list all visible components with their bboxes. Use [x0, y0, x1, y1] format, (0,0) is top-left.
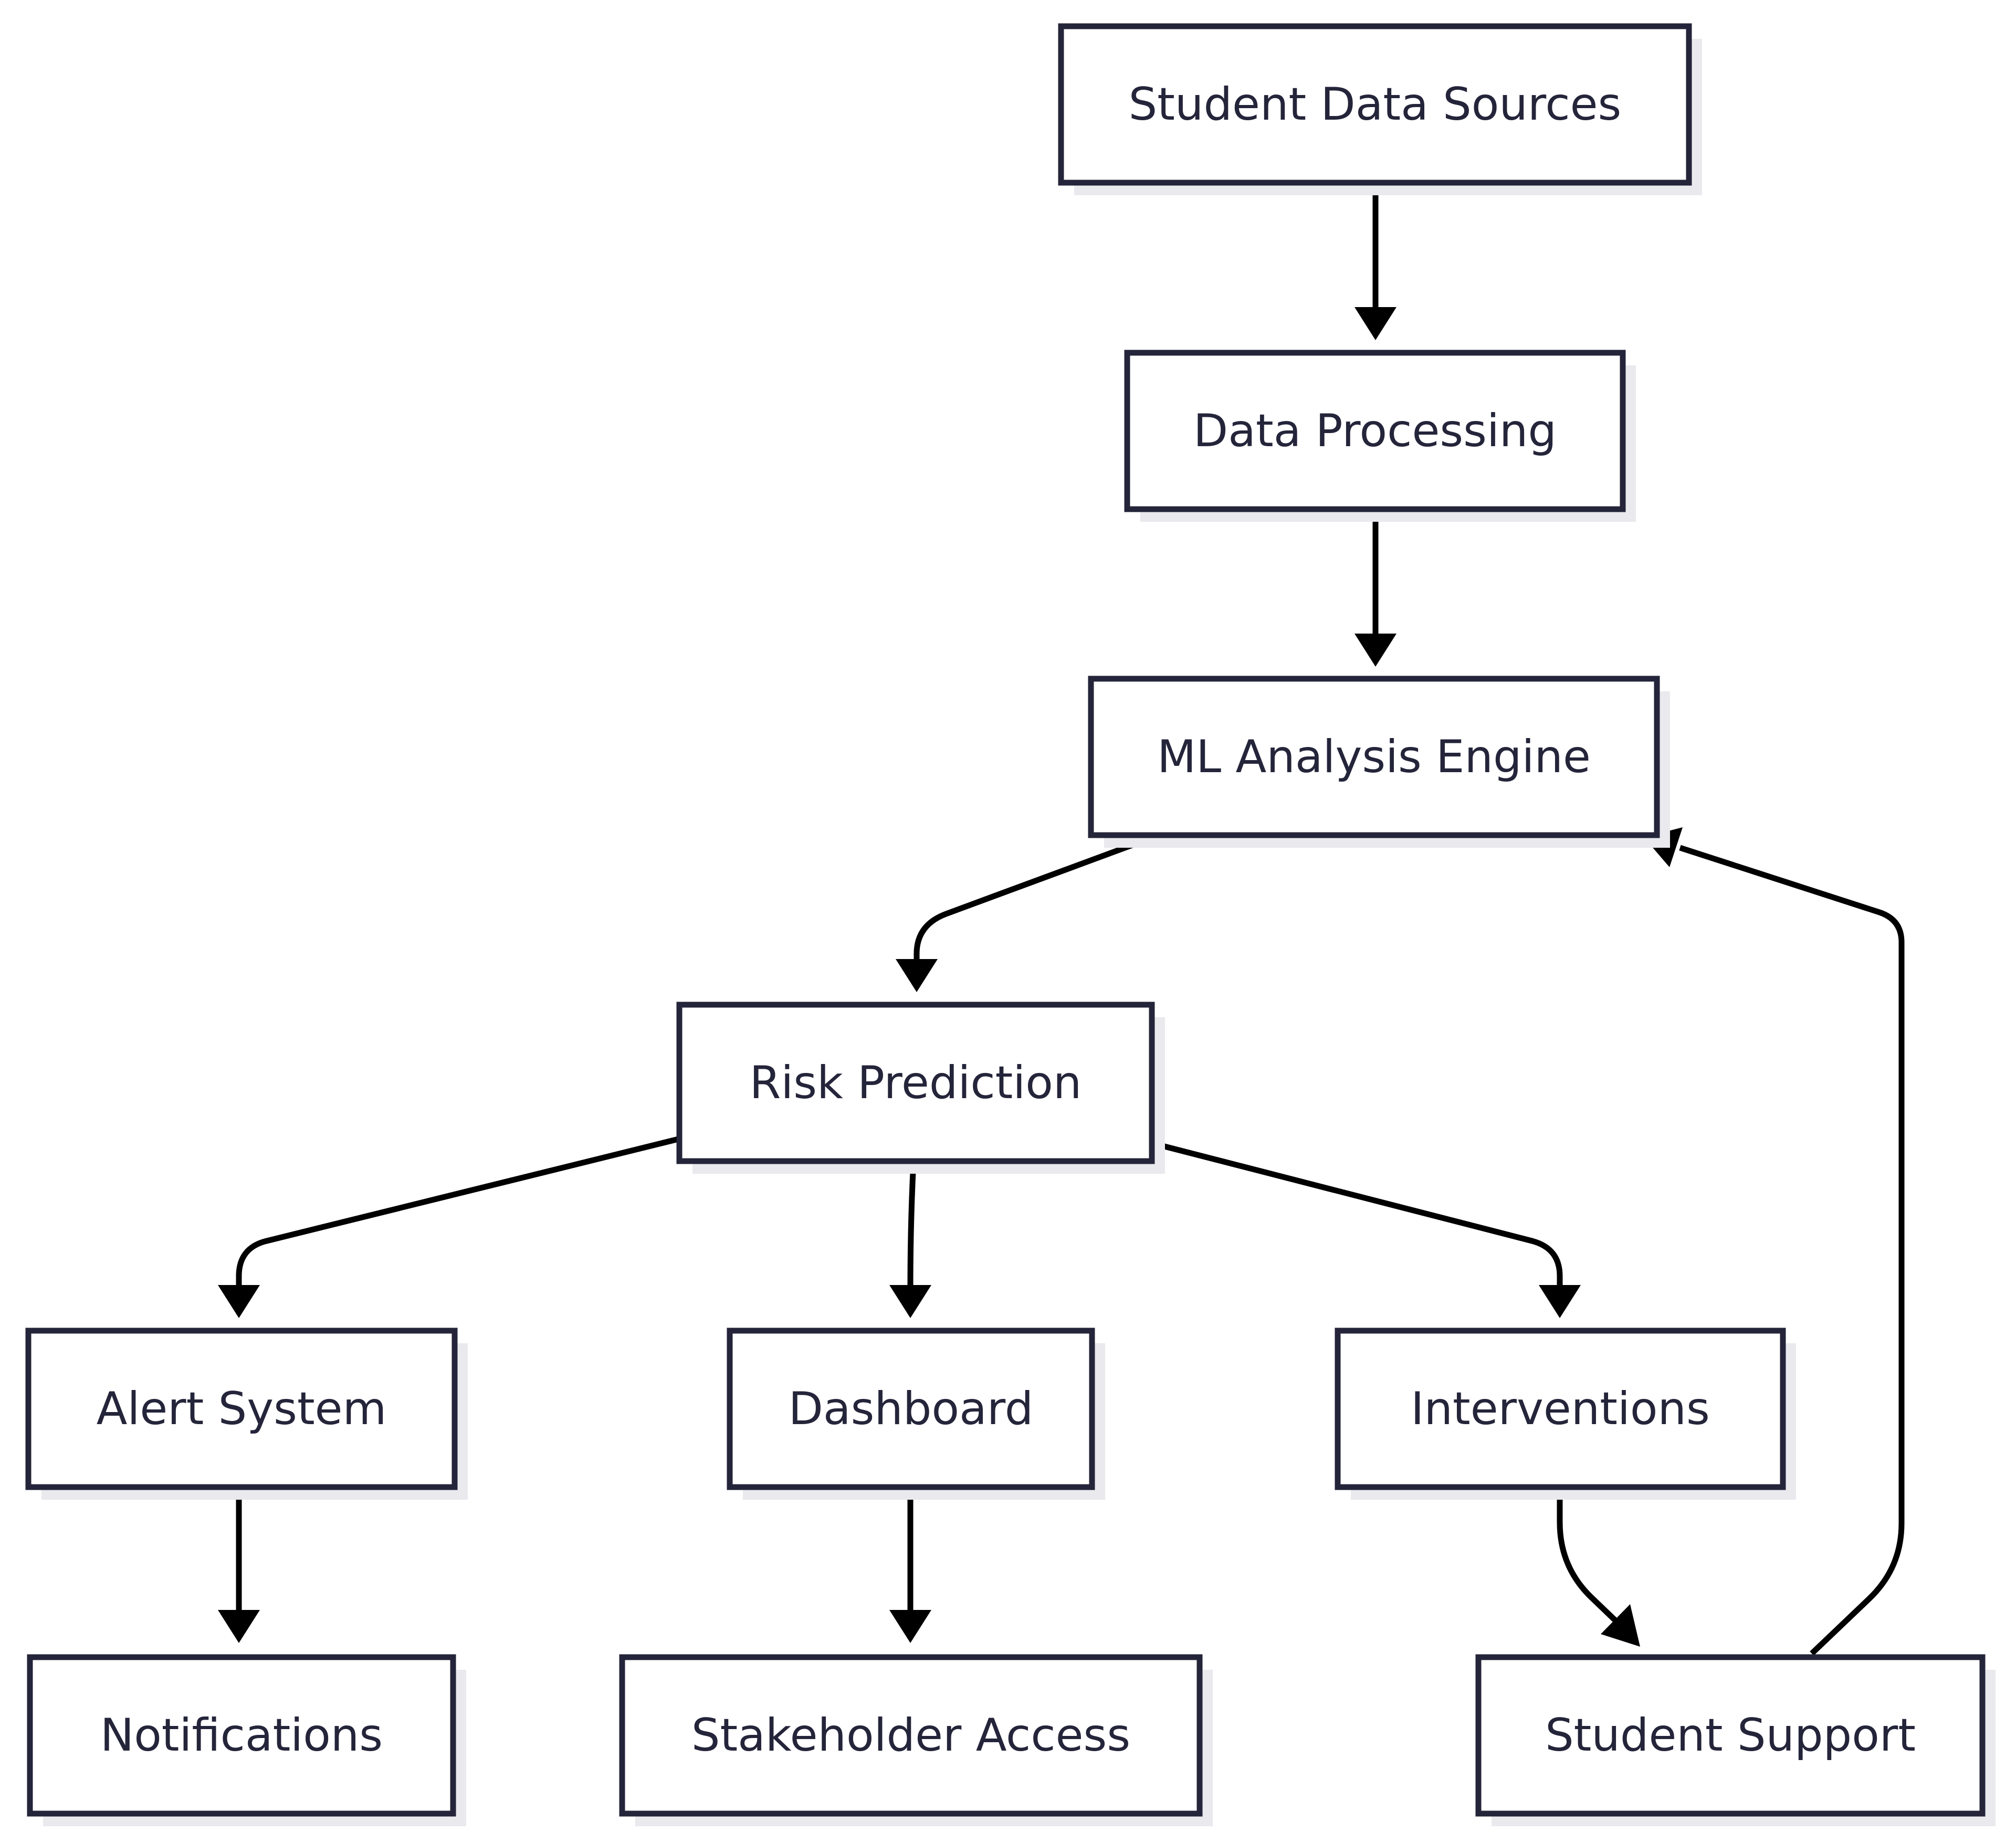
node-label-dashboard: Dashboard — [789, 1383, 1034, 1435]
node-data-processing: Data Processing — [1124, 350, 1636, 522]
edge-risk-prediction-to-interventions — [1151, 1140, 1581, 1318]
edge-risk-prediction-to-dashboard — [889, 1161, 931, 1318]
edges — [218, 184, 1905, 1656]
node-ml-analysis-engine: ML Analysis Engine — [1088, 676, 1670, 848]
edge-student-support-to-ml-analysis-engine — [1644, 827, 1905, 1656]
node-label-risk-prediction: Risk Prediction — [750, 1057, 1082, 1109]
node-interventions: Interventions — [1335, 1328, 1796, 1500]
node-label-data-processing: Data Processing — [1193, 405, 1557, 457]
edge-alert-system-to-notifications — [218, 1487, 260, 1643]
edge-dashboard-to-stakeholder-access — [889, 1487, 931, 1643]
node-stakeholder-access: Stakeholder Access — [619, 1654, 1213, 1826]
node-label-student-support: Student Support — [1545, 1709, 1916, 1762]
edge-ml-analysis-engine-to-risk-prediction — [896, 833, 1159, 992]
nodes: Student Data Sources Data Processing ML … — [25, 23, 1996, 1826]
edge-student-data-sources-to-data-processing — [1354, 184, 1396, 340]
node-label-student-data-sources: Student Data Sources — [1129, 78, 1622, 131]
node-student-data-sources: Student Data Sources — [1058, 23, 1702, 195]
node-label-alert-system: Alert System — [97, 1383, 387, 1435]
node-label-ml-analysis-engine: ML Analysis Engine — [1157, 731, 1591, 783]
node-notifications: Notifications — [27, 1654, 466, 1826]
node-student-support: Student Support — [1475, 1654, 1996, 1826]
node-label-interventions: Interventions — [1411, 1383, 1710, 1435]
edge-data-processing-to-ml-analysis-engine — [1354, 510, 1396, 667]
node-alert-system: Alert System — [25, 1328, 468, 1500]
node-dashboard: Dashboard — [727, 1328, 1105, 1500]
node-label-notifications: Notifications — [100, 1709, 383, 1762]
edge-interventions-to-student-support — [1557, 1487, 1640, 1647]
node-risk-prediction: Risk Prediction — [676, 1002, 1165, 1174]
edge-risk-prediction-to-alert-system — [218, 1135, 681, 1318]
node-label-stakeholder-access: Stakeholder Access — [691, 1709, 1130, 1762]
